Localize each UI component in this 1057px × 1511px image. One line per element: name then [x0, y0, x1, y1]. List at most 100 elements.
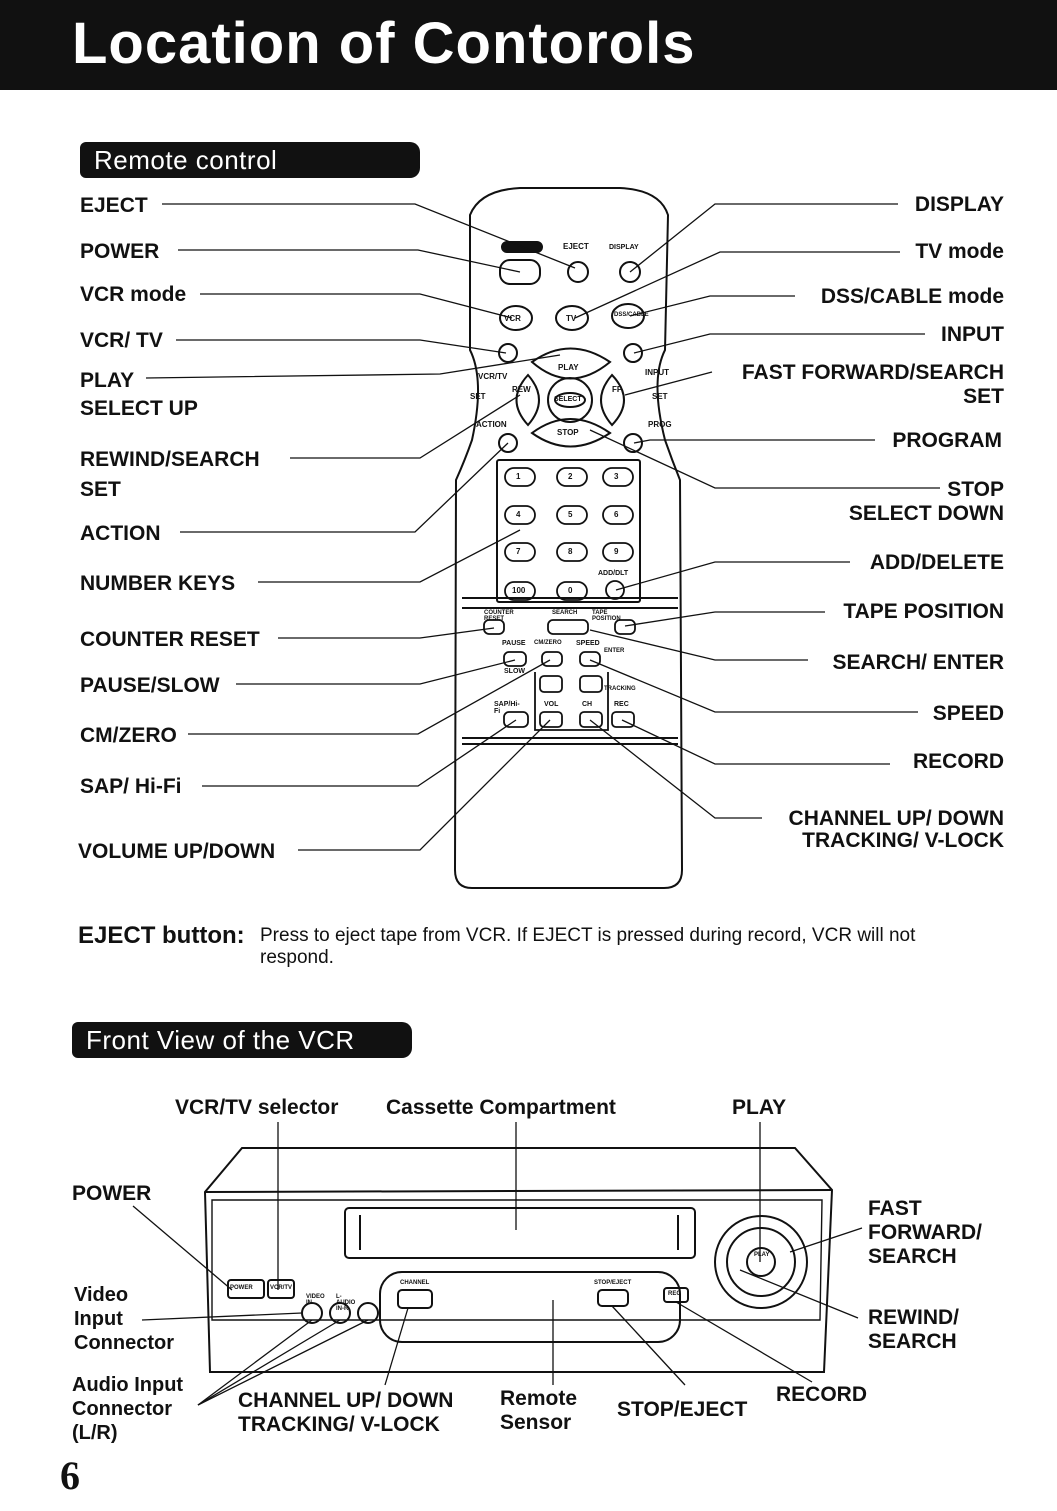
vcr-key-label: VCR — [504, 314, 521, 323]
label-record: RECORD — [912, 750, 1004, 773]
label-vcr-mode: VCR mode — [80, 283, 187, 306]
tracking-key-label: TRACKING — [604, 686, 636, 692]
label-display: DISPLAY — [914, 193, 1004, 216]
vcr-label-cassette: Cassette Compartment — [386, 1096, 616, 1119]
label-fast-forward: FAST FORWARD/SEARCH — [741, 361, 1004, 384]
set-left-label: SET — [470, 392, 486, 401]
label-tape-position: TAPE POSITION — [843, 600, 1004, 623]
label-power: POWER — [80, 240, 160, 263]
key-6[interactable]: 6 — [614, 510, 619, 519]
key-4[interactable]: 4 — [516, 510, 521, 519]
eject-note-title: EJECT button: — [78, 922, 245, 949]
tape-position-key-label: TAPE POSITION — [592, 610, 621, 622]
enter-key-label: ENTER — [604, 648, 625, 654]
page-title: Location of Contorols — [72, 11, 696, 76]
prog-key-label: PROG — [648, 420, 672, 429]
key-5[interactable]: 5 — [568, 510, 573, 519]
vcr-play-key-label: PLAY — [754, 1252, 770, 1258]
vcr-label-play: PLAY — [732, 1096, 787, 1119]
counter-reset-key-label: COUNTER RESET — [484, 610, 514, 622]
select-key-label: SELECT — [554, 396, 582, 403]
label-input: INPUT — [941, 323, 1004, 346]
label-dss-cable: DSS/CABLE mode — [820, 285, 1004, 308]
tv-key-label: TV — [566, 314, 577, 323]
ff-key-label: FF — [612, 385, 622, 394]
label-tracking: TRACKING/ V-LOCK — [802, 829, 1004, 852]
key-7[interactable]: 7 — [516, 547, 521, 556]
label-search-enter: SEARCH/ ENTER — [832, 651, 1004, 674]
play-key-label: PLAY — [558, 363, 579, 372]
key-3[interactable]: 3 — [614, 472, 619, 481]
eject-key-label: EJECT — [563, 242, 589, 251]
adddlt-key-label: ADD/DLT — [598, 570, 629, 577]
speed-key-label: SPEED — [576, 640, 600, 647]
remote-body — [453, 187, 684, 889]
label-speed: SPEED — [932, 702, 1004, 725]
page-header: Location of Contorols — [0, 0, 1057, 90]
label-add-delete: ADD/DELETE — [869, 551, 1004, 574]
cmzero-key-label: CM/ZERO — [534, 640, 562, 646]
label-sap-hifi: SAP/ Hi-Fi — [80, 775, 182, 798]
vcr-rec-key-label: REC — [668, 1291, 681, 1297]
saphifi-key-label: SAP/Hi-Fi — [494, 701, 520, 715]
key-1[interactable]: 1 — [516, 472, 521, 481]
label-program: PROGRAM — [892, 429, 1002, 452]
set-right-label: SET — [652, 392, 668, 401]
vcr-audio-in-label: L-AUDIO IN-R — [336, 1294, 356, 1312]
display-key-label: DISPLAY — [609, 244, 639, 251]
label-stop: STOP — [947, 478, 1004, 501]
vcr-label-vcrtv-selector: VCR/TV selector — [175, 1096, 339, 1119]
label-pause-slow: PAUSE/SLOW — [80, 674, 220, 697]
label-counter-reset: COUNTER RESET — [80, 628, 260, 651]
pause-key-label: PAUSE — [502, 640, 526, 647]
action-key-label: ACTION — [476, 420, 507, 429]
rew-key-label: REW — [512, 385, 531, 394]
label-set-right: SET — [963, 385, 1004, 408]
vcr-vcrtv-key-label: VCR/TV — [270, 1285, 293, 1291]
vcr-label-record: RECORD — [776, 1383, 868, 1406]
label-action: ACTION — [80, 522, 161, 545]
eject-note-text: Press to eject tape from VCR. If EJECT i… — [260, 925, 916, 968]
vcr-power-key-label: POWER — [230, 1285, 253, 1291]
ch-key-label: CH — [582, 701, 593, 708]
input-key-label: INPUT — [645, 368, 669, 377]
key-9[interactable]: 9 — [614, 547, 619, 556]
vcrtv-key-label: VCR/TV — [478, 372, 508, 381]
label-select-down: SELECT DOWN — [848, 502, 1004, 525]
label-rewind-search: REWIND/SEARCH — [80, 448, 260, 471]
stop-key-label: STOP — [557, 428, 579, 437]
search-key-label: SEARCH — [552, 610, 578, 616]
vcr-channel-key-label: CHANNEL — [400, 1280, 430, 1286]
vcr-label-stop-eject: STOP/EJECT — [617, 1398, 748, 1421]
vcr-section-title: Front View of the VCR — [72, 1022, 412, 1058]
label-channel: CHANNEL UP/ DOWN — [788, 807, 1004, 830]
rec-key-label: REC — [614, 701, 629, 708]
dss-key-label: DSS/CABLE — [614, 312, 649, 318]
key-8[interactable]: 8 — [568, 547, 573, 556]
label-play: PLAY — [80, 369, 135, 392]
vcr-video-in-label: VIDEO IN — [306, 1294, 325, 1306]
key-2[interactable]: 2 — [568, 472, 573, 481]
label-number-keys: NUMBER KEYS — [80, 572, 236, 595]
vcr-label-rewind: REWIND/SEARCH — [868, 1306, 959, 1353]
page-number: 6 — [60, 1453, 80, 1498]
key-100[interactable]: 100 — [512, 586, 526, 595]
key-0[interactable]: 0 — [568, 586, 573, 595]
label-tv-mode: TV mode — [915, 240, 1004, 263]
slow-key-label: SLOW — [504, 668, 525, 675]
remote-section-title: Remote control — [80, 142, 420, 178]
label-volume: VOLUME UP/DOWN — [78, 840, 276, 863]
label-eject: EJECT — [80, 194, 148, 217]
label-cm-zero: CM/ZERO — [80, 724, 177, 747]
vol-key-label: VOL — [544, 701, 559, 708]
label-select-up: SELECT UP — [80, 397, 198, 420]
label-vcr-tv: VCR/ TV — [80, 329, 163, 352]
vcr-stop-eject-key-label: STOP/EJECT — [594, 1280, 632, 1286]
